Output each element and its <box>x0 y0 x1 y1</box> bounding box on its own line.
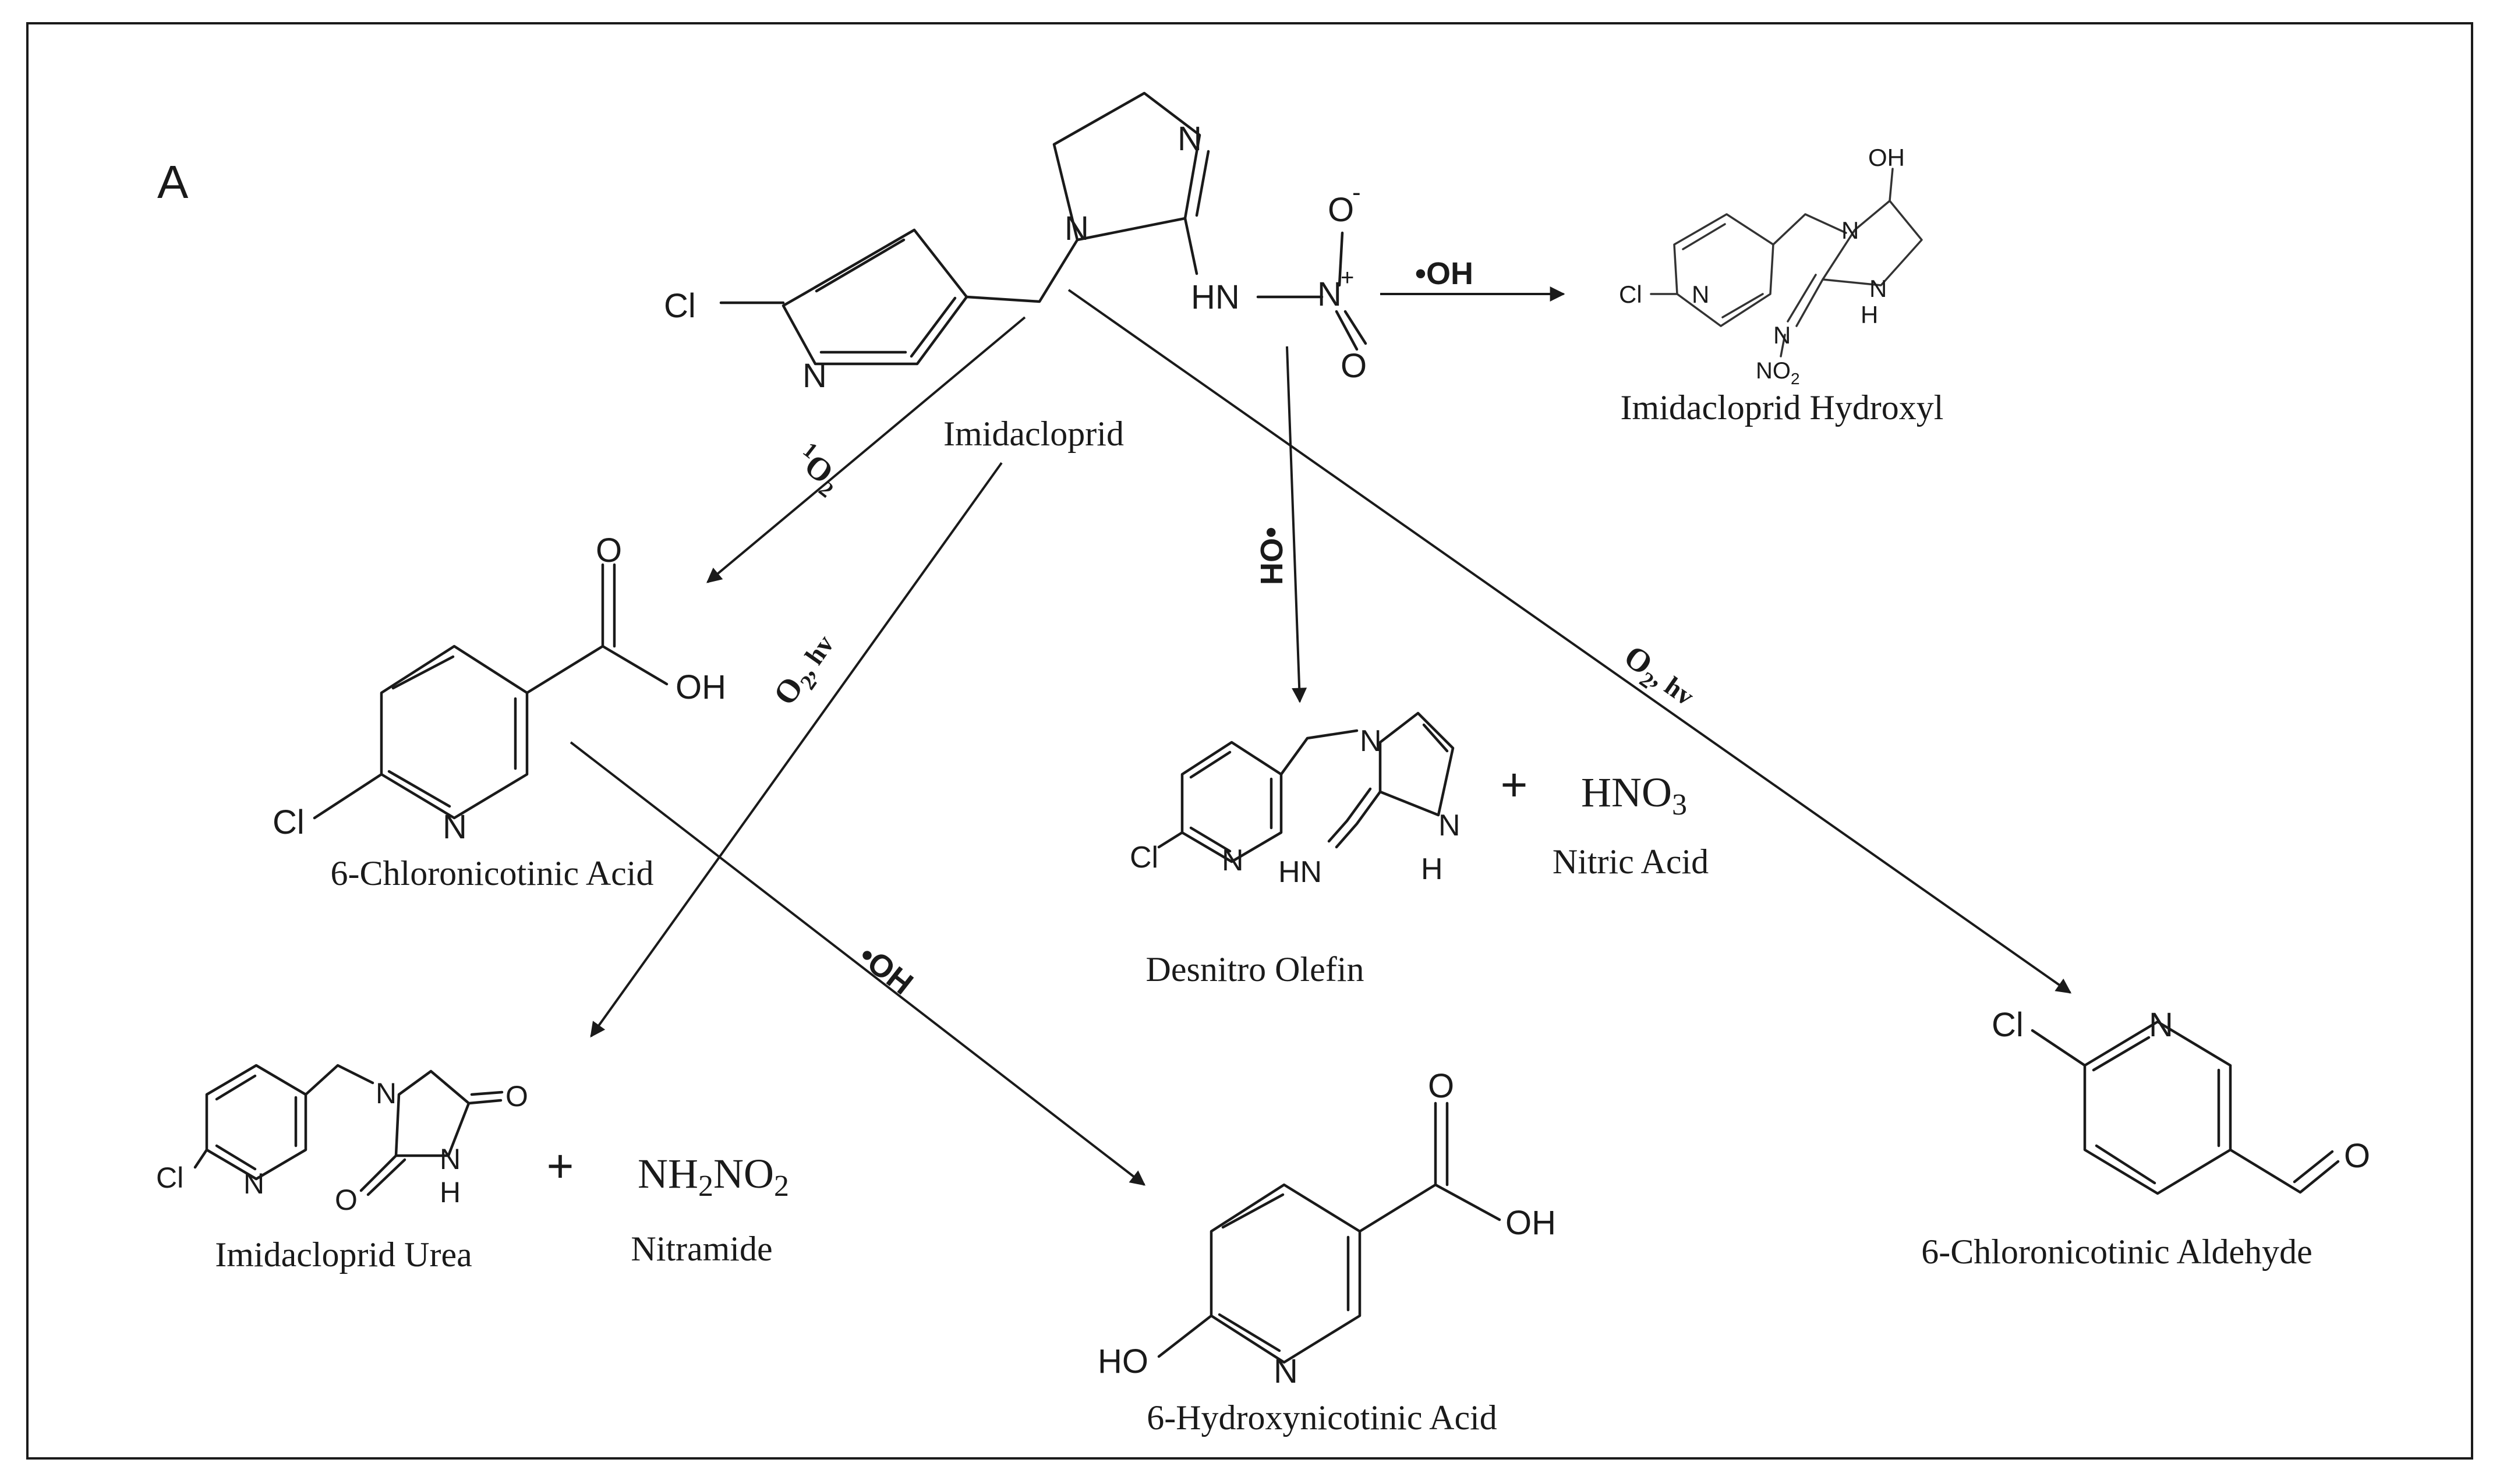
desnitro-nh-n: N <box>1438 809 1461 842</box>
urea-o-bottom: O <box>335 1184 358 1216</box>
desnitro-n-atom: N <box>1360 724 1382 758</box>
plus-sign-nitramide: + <box>547 1140 574 1192</box>
hydroxynicotinic-acid-label: 6-Hydroxynicotinic Acid <box>1147 1398 1497 1437</box>
hydroxyl-ring-n2: N <box>1841 217 1859 244</box>
imidacloprid-nitro-o-top: O <box>1328 191 1354 229</box>
desnitro-olefin-label: Desnitro Olefin <box>1146 950 1364 989</box>
panel-label: A <box>157 156 189 208</box>
arrow-to-chloronicotinic-aldehyde <box>1067 289 2072 994</box>
imidacloprid-urea-structure <box>193 1064 504 1196</box>
hydroxyl-ring-n: N <box>1692 281 1709 308</box>
urea-nh-n: N <box>440 1143 461 1175</box>
hydroxy-acid-oh: OH <box>1505 1204 1556 1242</box>
hydroxy-acid-o-atom: O <box>1428 1067 1454 1105</box>
hydroxyl-imine-n: N <box>1773 321 1791 349</box>
imidacloprid-hydroxyl-label: Imidacloprid Hydroxyl <box>1621 388 1944 427</box>
chloro-acid-n-atom: N <box>443 808 467 846</box>
nh2no2-formula: NH2NO2 <box>638 1150 789 1203</box>
reagent-oh-horizontal: •OH <box>1415 256 1473 291</box>
imidacloprid-ring-n: N <box>802 357 827 395</box>
aldehyde-n-atom: N <box>2149 1006 2173 1044</box>
hydroxyl-no2: NO2 <box>1756 358 1800 388</box>
desnitro-olefin-structure <box>1157 711 1455 863</box>
hydroxyl-oh: OH <box>1868 144 1905 171</box>
imidacloprid-amine-n: N <box>1065 210 1089 247</box>
urea-nh-h: H <box>440 1176 461 1209</box>
desnitro-hn: HN <box>1278 855 1322 889</box>
chloronicotinic-acid-label: 6-Chloronicotinic Acid <box>331 854 654 892</box>
outer-frame <box>26 22 2473 1460</box>
hydroxy-acid-n-atom: N <box>1274 1352 1298 1390</box>
imidacloprid-hn: HN <box>1191 278 1240 316</box>
plus-sign-nitric: + <box>1501 759 1528 810</box>
hydroxyl-nh-h: H <box>1861 301 1878 328</box>
imidacloprid-hydroxyl-structure <box>1650 168 1923 357</box>
imidacloprid-nitro-o-bottom: O <box>1341 347 1367 385</box>
chloro-acid-oh: OH <box>676 668 726 706</box>
chloro-acid-o-atom: O <box>596 532 622 569</box>
imidacloprid-imine-n: N <box>1177 120 1202 158</box>
reagent-oxygen-light-right: O2, hv <box>1614 638 1702 717</box>
nitric-acid-label: Nitric Acid <box>1553 842 1709 881</box>
imidacloprid-nitro-o-charge: - <box>1352 178 1361 207</box>
chloro-acid-cl-atom: Cl <box>273 803 305 841</box>
chloronicotinic-aldehyde-label: 6-Chloronicotinic Aldehyde <box>1921 1232 2312 1271</box>
imidacloprid-structure <box>719 91 1367 366</box>
imidacloprid-nitro-n: N <box>1317 275 1342 313</box>
imidacloprid-cl-atom: Cl <box>664 287 696 325</box>
reagent-oh-vertical: •OH <box>1254 527 1289 585</box>
arrow-to-hydroxynicotinic-acid <box>570 741 1146 1186</box>
desnitro-nh-h: H <box>1421 852 1443 886</box>
arrow-to-desnitro-olefin <box>1286 346 1307 703</box>
nitramide-label: Nitramide <box>631 1230 772 1268</box>
urea-cl-atom: Cl <box>156 1161 183 1194</box>
reagent-oh-diagonal: •OH <box>852 938 920 1001</box>
hydroxynicotinic-acid-structure <box>1157 1102 1501 1364</box>
desnitro-ring-n: N <box>1222 844 1244 877</box>
reagent-oxygen-light-left: O2, hv <box>766 627 846 715</box>
imidacloprid-urea-label: Imidacloprid Urea <box>215 1235 472 1274</box>
arrow-to-imidacloprid-urea <box>590 462 1003 1038</box>
urea-n-atom: N <box>376 1077 397 1110</box>
urea-o-right: O <box>505 1080 528 1113</box>
aldehyde-o-atom: O <box>2344 1137 2370 1175</box>
hydroxyl-cl-atom: Cl <box>1619 281 1642 308</box>
urea-ring-n: N <box>243 1167 264 1200</box>
aldehyde-cl-atom: Cl <box>1992 1006 2024 1044</box>
hydroxy-acid-ho: HO <box>1098 1343 1148 1380</box>
chloronicotinic-aldehyde-structure <box>2031 1020 2340 1195</box>
hno3-formula: HNO3 <box>1581 769 1687 821</box>
imidacloprid-label: Imidacloprid <box>943 415 1124 453</box>
imidacloprid-nitro-n-charge: + <box>1341 265 1354 291</box>
hydroxyl-nh-n: N <box>1869 275 1887 302</box>
arrow-to-chloronicotinic-acid <box>706 316 1026 583</box>
desnitro-cl-atom: Cl <box>1130 841 1158 874</box>
chloronicotinic-acid-structure <box>313 563 669 820</box>
